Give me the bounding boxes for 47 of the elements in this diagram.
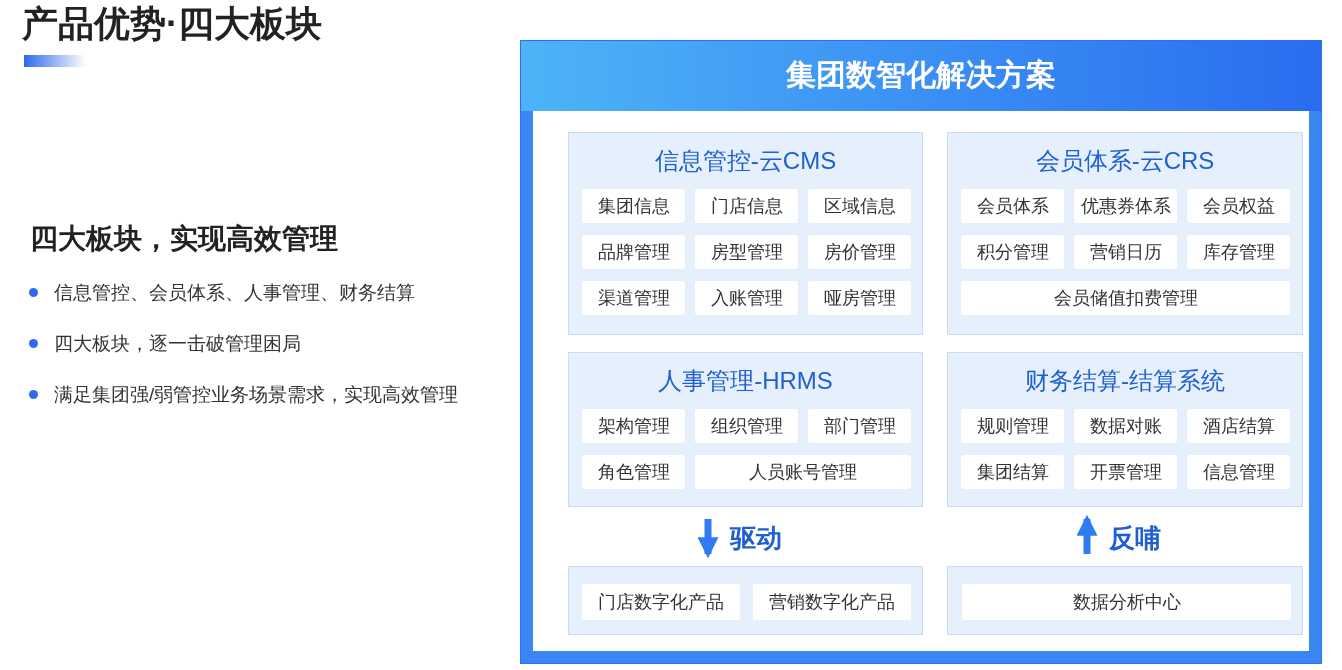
module-card (568, 352, 923, 507)
solution-panel (521, 41, 1321, 663)
feature-item: 集团信息 (582, 189, 685, 223)
feature-item: 数据对账 (1074, 409, 1177, 443)
feature-item: 组织管理 (695, 409, 798, 443)
feature-item: 会员储值扣费管理 (961, 281, 1290, 315)
feature-item: 架构管理 (582, 409, 685, 443)
feature-item: 营销日历 (1074, 235, 1177, 269)
module-title: 会员体系-云CRS (1034, 146, 1216, 176)
feature-item: 积分管理 (961, 235, 1064, 269)
bullet-text: 满足集团强/弱管控业务场景需求，实现高效管理 (54, 383, 459, 407)
product-card (947, 566, 1303, 635)
feature-item: 房型管理 (695, 235, 798, 269)
feature-item: 人员账号管理 (695, 455, 911, 489)
feature-item: 门店信息 (695, 189, 798, 223)
feature-item: 会员权益 (1187, 189, 1290, 223)
page-title: 产品优势·四大板块 (22, 2, 322, 46)
feature-item: 酒店结算 (1187, 409, 1290, 443)
module-title: 财务结算-结算系统 (1024, 366, 1226, 396)
feature-item: 哑房管理 (808, 281, 911, 315)
bullet-text: 四大板块，逐一击破管理困局 (54, 332, 301, 356)
feature-item: 信息管理 (1187, 455, 1290, 489)
feature-item: 渠道管理 (582, 281, 685, 315)
feature-item: 部门管理 (808, 409, 911, 443)
feature-item: 品牌管理 (582, 235, 685, 269)
section-heading: 四大板块，实现高效管理 (30, 222, 338, 256)
feature-item: 开票管理 (1074, 455, 1177, 489)
feature-item: 门店数字化产品 (582, 584, 740, 620)
feature-item: 会员体系 (961, 189, 1064, 223)
module-title: 人事管理-HRMS (657, 366, 834, 396)
product-card (568, 566, 923, 635)
panel-title: 集团数智化解决方案 (785, 57, 1057, 93)
module-title: 信息管控-云CMS (653, 146, 838, 176)
feature-item: 优惠券体系 (1074, 189, 1177, 223)
bullet-text: 信息管控、会员体系、人事管理、财务结算 (54, 281, 415, 305)
module-card (947, 132, 1303, 335)
module-card (568, 132, 923, 335)
feature-item: 房价管理 (808, 235, 911, 269)
feature-item: 规则管理 (961, 409, 1064, 443)
feature-item: 库存管理 (1187, 235, 1290, 269)
feature-item: 数据分析中心 (962, 584, 1291, 620)
feature-item: 角色管理 (582, 455, 685, 489)
module-card (947, 352, 1303, 507)
feature-item: 区域信息 (808, 189, 911, 223)
feature-item: 集团结算 (961, 455, 1064, 489)
feature-item: 入账管理 (695, 281, 798, 315)
feature-item: 营销数字化产品 (753, 584, 911, 620)
